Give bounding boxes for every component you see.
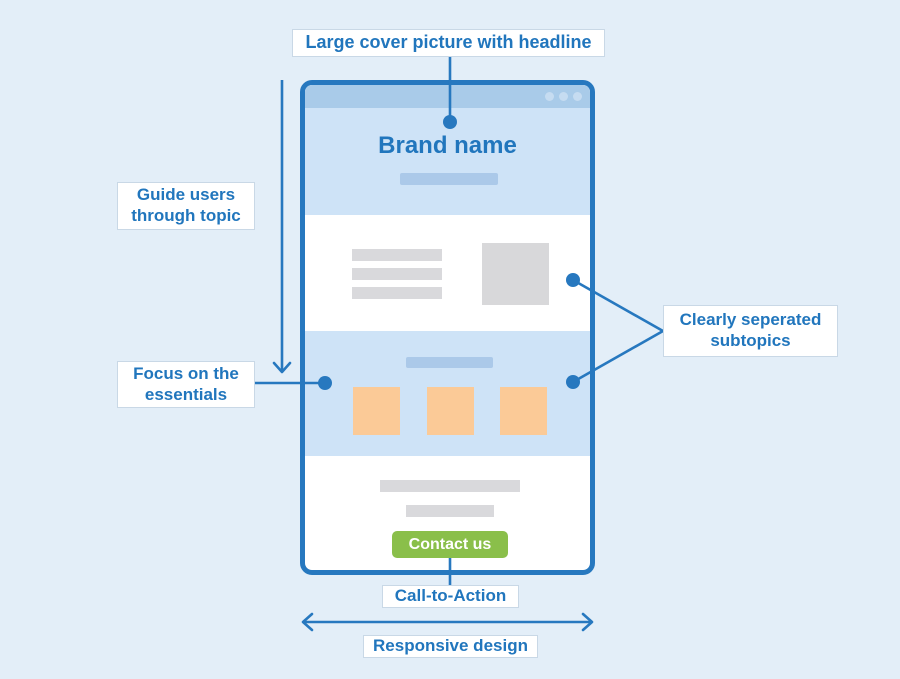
cover-section	[305, 108, 590, 215]
annotation-call-to-action: Call-to-Action	[382, 585, 519, 608]
feature-tile	[500, 387, 547, 435]
contact-us-button[interactable]: Contact us	[392, 531, 508, 558]
annotation-text-line: essentials	[144, 384, 228, 404]
paragraph-placeholder	[380, 480, 520, 492]
annotation-responsive-design: Responsive design	[363, 635, 538, 658]
annotation-text: Call-to-Action	[394, 586, 507, 606]
annotation-text-line: Focus on the	[133, 363, 239, 383]
text-line-placeholder	[352, 249, 442, 261]
window-dot-icon	[559, 92, 568, 101]
annotation-separated-subtopics: Clearly seperated subtopics	[663, 305, 838, 357]
down-arrowhead-icon	[272, 361, 292, 374]
headline-placeholder	[400, 173, 498, 185]
webpage-mockup: Brand name Contact us	[300, 80, 595, 575]
annotation-guide-users: Guide users through topic	[117, 182, 255, 230]
annotation-cover-headline: Large cover picture with headline	[292, 29, 605, 57]
annotation-text: Responsive design	[373, 636, 528, 656]
feature-tile	[353, 387, 400, 435]
annotation-text-line: subtopics	[710, 331, 791, 350]
window-dot-icon	[573, 92, 582, 101]
annotation-text-line: through topic	[131, 206, 241, 225]
annotation-text-line: Clearly seperated	[679, 310, 822, 330]
right-arrowhead-icon	[581, 612, 594, 632]
brand-name-heading: Brand name	[378, 132, 517, 159]
feature-tile	[427, 387, 474, 435]
text-line-placeholder	[352, 287, 442, 299]
left-arrowhead-icon	[301, 612, 314, 632]
annotation-focus-essentials: Focus on the essentials	[117, 361, 255, 408]
text-line-placeholder	[352, 268, 442, 280]
image-placeholder	[482, 243, 549, 305]
annotation-text: Large cover picture with headline	[305, 32, 592, 53]
paragraph-placeholder	[406, 505, 494, 517]
section-title-placeholder	[406, 357, 493, 368]
window-controls-icon	[545, 92, 582, 101]
annotation-text-line: Guide users	[136, 185, 236, 205]
window-dot-icon	[545, 92, 554, 101]
browser-header-bar	[305, 85, 590, 108]
